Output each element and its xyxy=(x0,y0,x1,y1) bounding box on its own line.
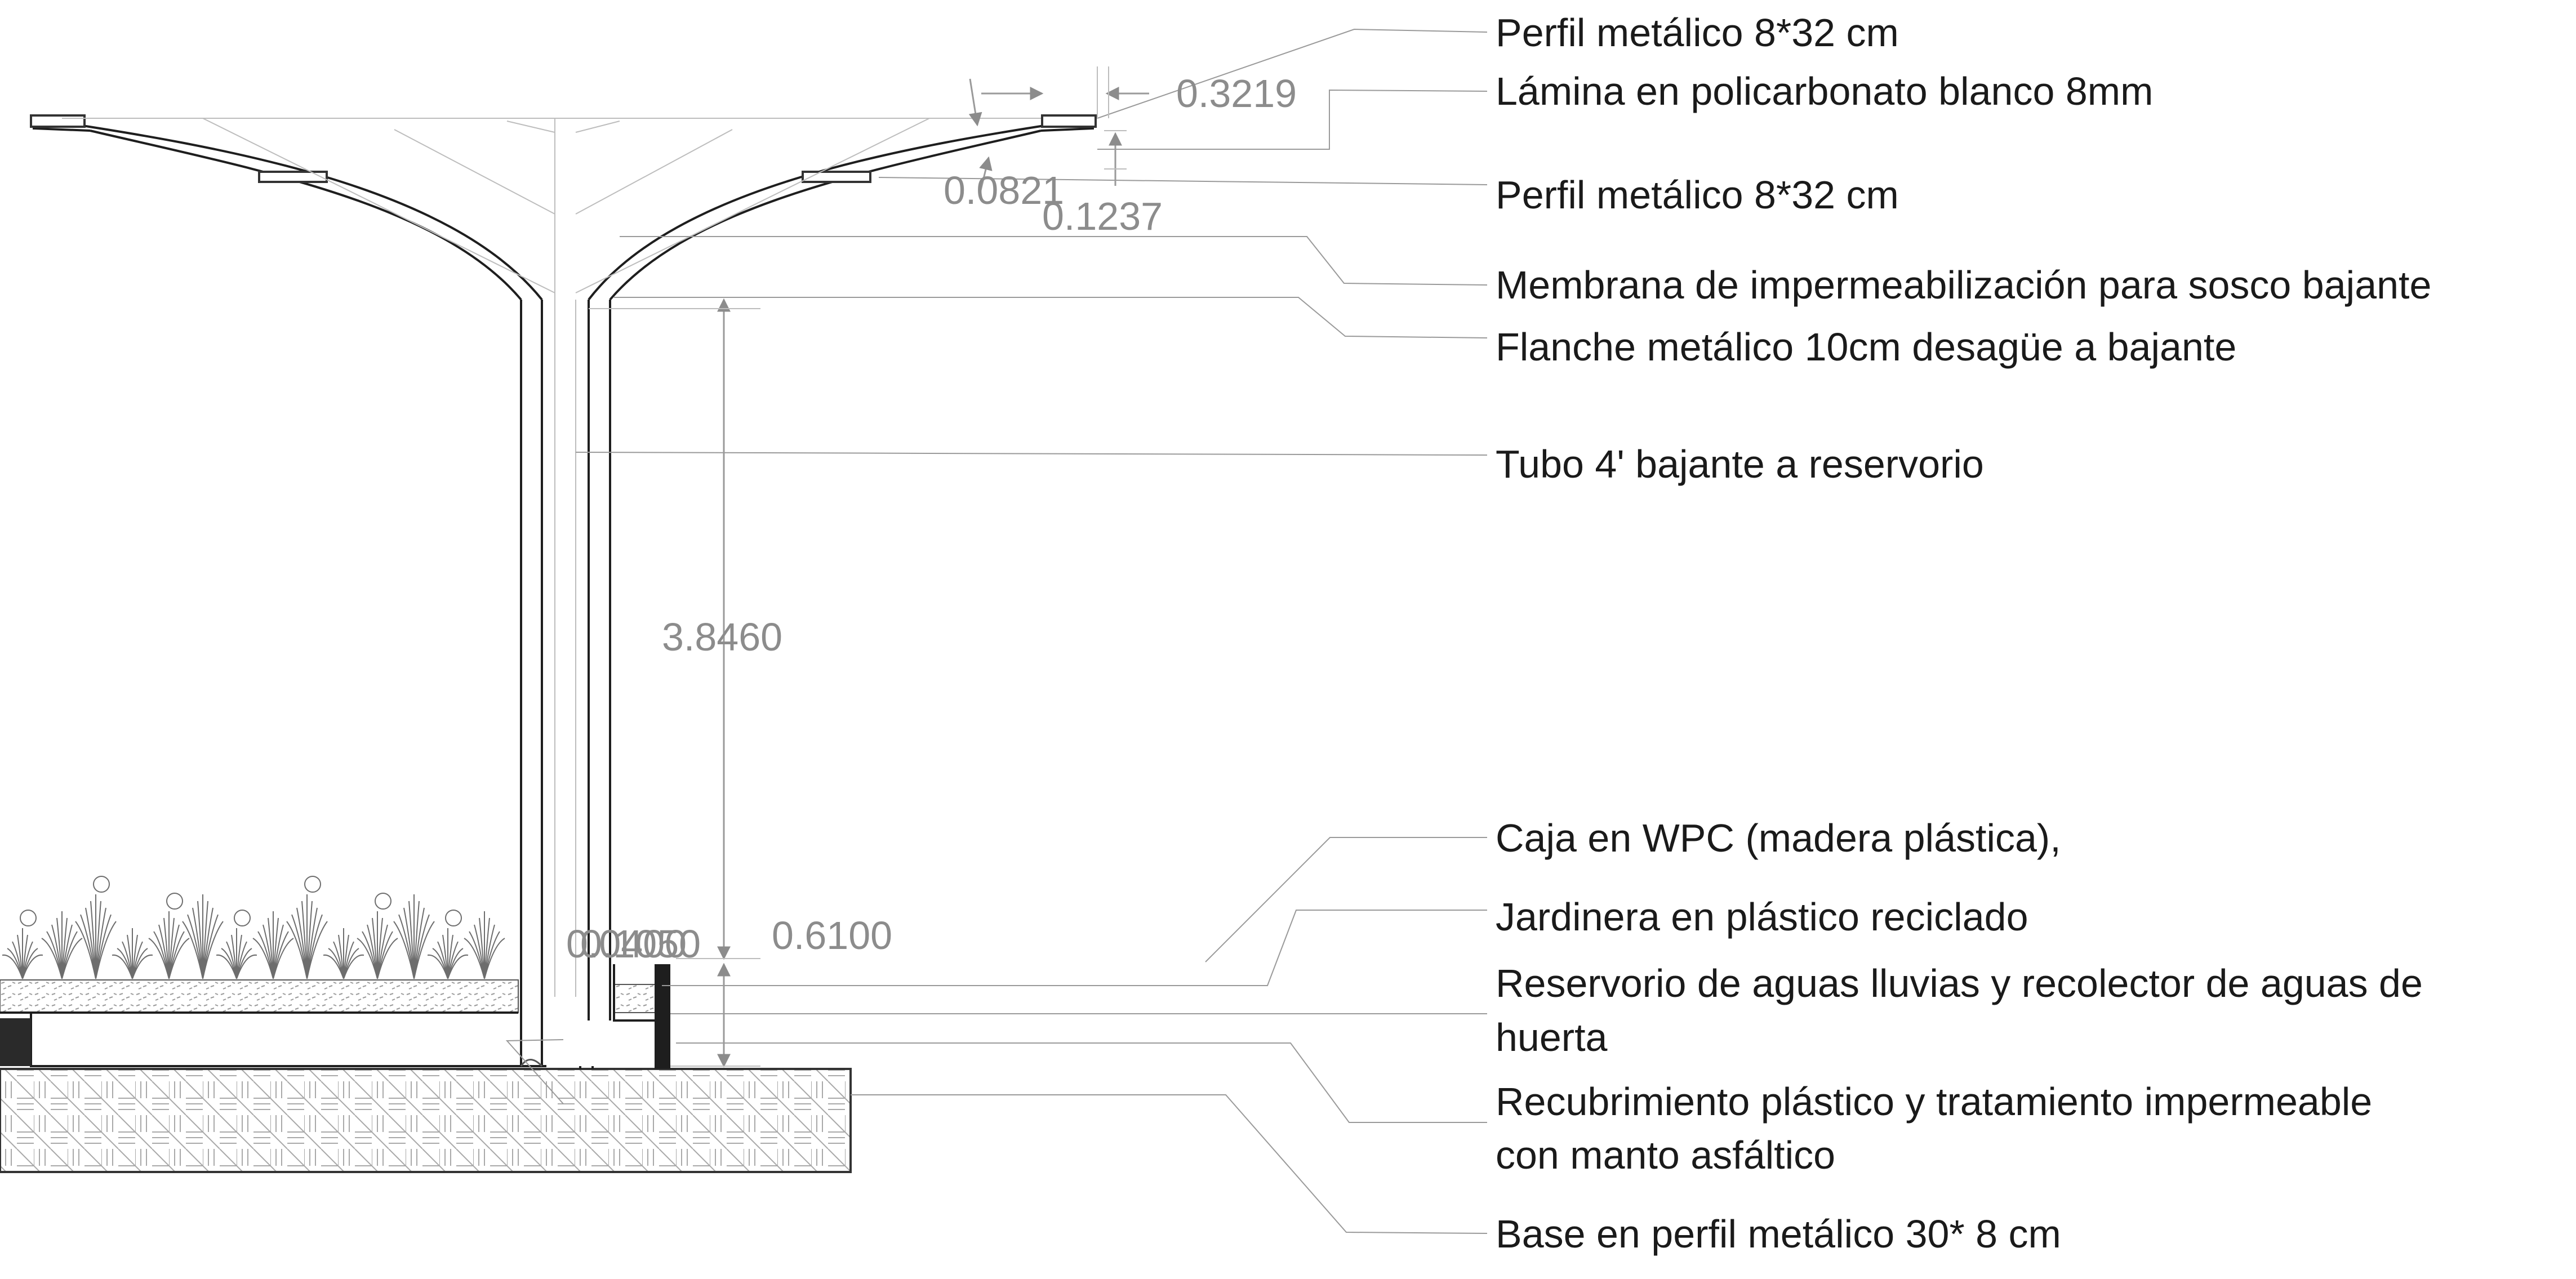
label-tubo: Tubo 4' bajante a reservorio xyxy=(1496,442,1984,486)
dim-0-3219: 0.3219 xyxy=(1176,72,1297,115)
plant-sketch xyxy=(148,911,190,979)
label-membrana: Membrana de impermeabilización para sosc… xyxy=(1496,263,2431,307)
label-recubrimiento-line1: Recubrimiento plástico y tratamiento imp… xyxy=(1496,1080,2372,1124)
plant-sketch xyxy=(182,894,224,979)
plants xyxy=(2,876,505,979)
plant-sketch xyxy=(41,911,83,979)
label-jardinera: Jardinera en plástico reciclado xyxy=(1496,895,2028,939)
dim-3-8460: 3.8460 xyxy=(662,615,782,659)
label-flanche: Flanche metálico 10cm desagüe a bajante xyxy=(1496,325,2236,369)
label-reservorio-line1: Reservorio de aguas lluvias y recolector… xyxy=(1496,961,2423,1005)
label-base: Base en perfil metálico 30* 8 cm xyxy=(1496,1212,2061,1256)
plant-flower xyxy=(375,893,391,910)
dim-0-1237: 0.1237 xyxy=(1042,194,1163,238)
planter-right xyxy=(613,964,670,1069)
dim-0-6100: 0.6100 xyxy=(772,913,892,957)
plant-flower xyxy=(445,910,462,926)
roof-left xyxy=(30,114,1097,301)
plant-sketch xyxy=(427,928,469,979)
plant-flower xyxy=(304,876,321,893)
dimension-lines xyxy=(589,66,1149,1068)
annotation-labels: Perfil metálico 8*32 cm Lámina en polica… xyxy=(1496,11,2431,1256)
plant-sketch xyxy=(112,928,153,979)
column-downspout xyxy=(520,300,611,1069)
plant-sketch xyxy=(357,911,398,979)
dim-0-0821: 0.0821 xyxy=(944,168,1064,212)
plant-sketch xyxy=(252,911,294,979)
plant-sketch xyxy=(464,911,505,979)
plant-sketch xyxy=(2,928,43,979)
plant-flower xyxy=(166,893,183,910)
planter-left xyxy=(0,979,546,1067)
label-perfil-top: Perfil metálico 8*32 cm xyxy=(1496,11,1899,55)
plant-sketch xyxy=(286,894,328,979)
plant-flower xyxy=(93,876,110,893)
label-perfil-mid: Perfil metálico 8*32 cm xyxy=(1496,173,1899,217)
label-caja: Caja en WPC (madera plástica), xyxy=(1496,816,2061,860)
label-reservorio-line2: huerta xyxy=(1496,1015,1608,1059)
label-recubrimiento-line2: con manto asfáltico xyxy=(1496,1133,1835,1177)
dim-overlap-a: 0.0400 xyxy=(566,922,687,966)
label-lamina: Lámina en policarbonato blanco 8mm xyxy=(1496,69,2153,113)
plant-flower xyxy=(234,910,251,926)
leader-lines xyxy=(505,28,1488,1234)
dim-overlap-b: 0.1050 xyxy=(580,922,701,966)
plant-sketch xyxy=(393,894,435,979)
plant-sketch xyxy=(323,928,364,979)
base-slab xyxy=(0,1068,852,1173)
plant-sketch xyxy=(75,894,117,979)
plant-sketch xyxy=(216,928,257,979)
plant-flower xyxy=(20,910,37,926)
roof-right xyxy=(575,114,1097,301)
